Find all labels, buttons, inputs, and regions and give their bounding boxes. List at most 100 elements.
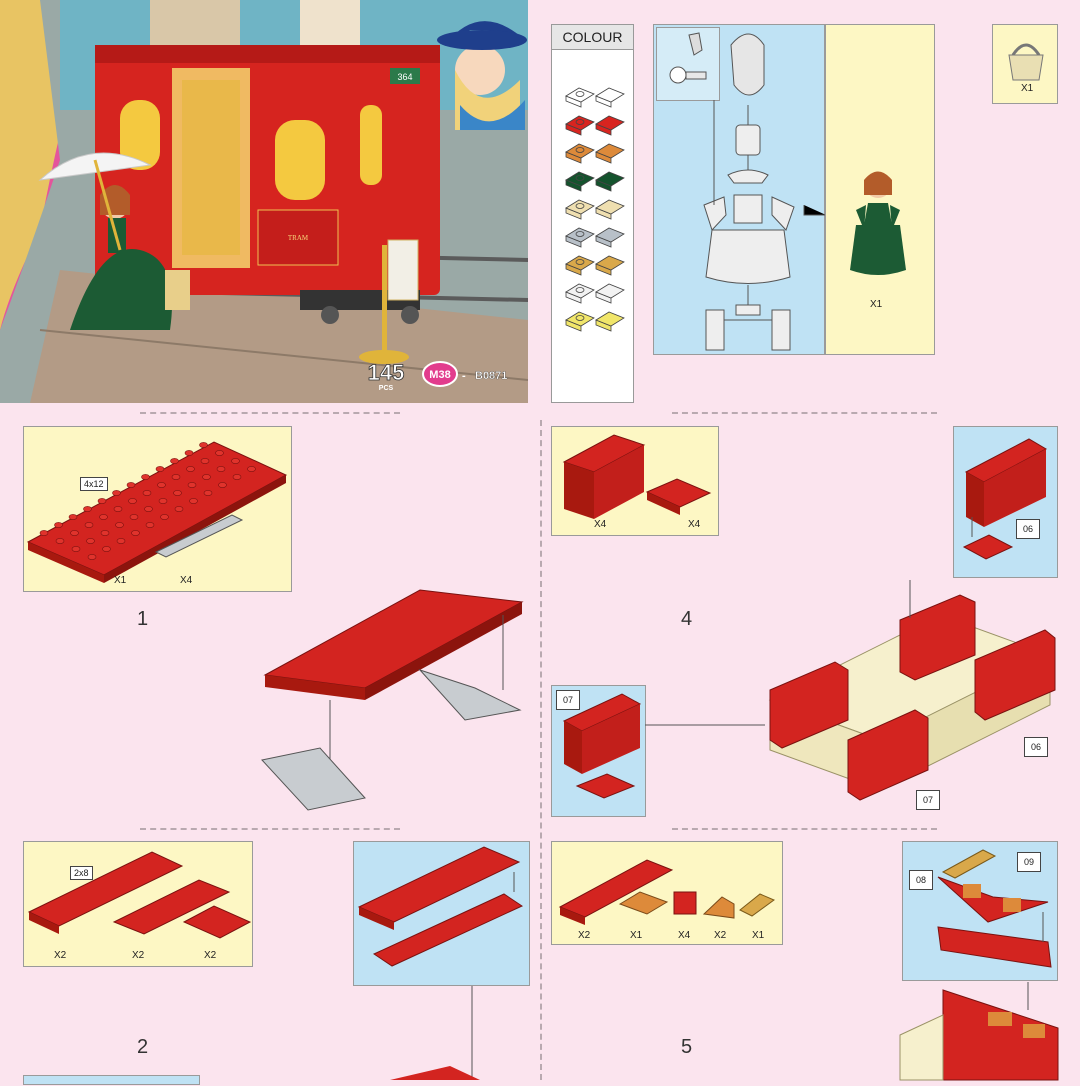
step5-callout-08: 08 bbox=[909, 870, 933, 890]
step2-number: 2 bbox=[137, 1036, 149, 1058]
plate-stud bbox=[84, 522, 94, 528]
step4-subassembly-a-drawing bbox=[962, 438, 1048, 560]
step5-parts-drawing bbox=[558, 859, 776, 925]
plate-stud bbox=[247, 466, 256, 472]
badge-m38: M38 bbox=[429, 369, 450, 381]
plate-stud bbox=[142, 490, 152, 496]
plate-stud bbox=[200, 458, 210, 464]
step4-parts-drawing bbox=[562, 434, 712, 519]
plate-stud bbox=[126, 482, 136, 488]
cover-illustration: 364 TRAM 145 PCS M38 - B0871 bbox=[0, 0, 528, 403]
step4-part1-qty: X4 bbox=[594, 519, 607, 530]
plate-stud bbox=[199, 442, 208, 448]
step4-parts-panel: X4 X4 bbox=[551, 426, 719, 536]
colour-swatch bbox=[595, 311, 625, 332]
colour-swatch bbox=[565, 283, 595, 304]
plate-stud bbox=[113, 506, 123, 512]
step5-part3-qty: X4 bbox=[678, 930, 691, 941]
plate-stud bbox=[160, 514, 169, 520]
plate-stud bbox=[202, 474, 211, 480]
plate-stud bbox=[187, 482, 197, 488]
colour-swatch bbox=[595, 227, 625, 248]
plate-stud bbox=[231, 458, 240, 464]
minifig-qty: X1 bbox=[870, 299, 883, 310]
accessory-qty: X1 bbox=[1021, 83, 1034, 94]
colour-chart: COLOUR bbox=[551, 24, 634, 403]
plate-stud bbox=[216, 466, 226, 472]
plate-stud bbox=[131, 530, 140, 536]
colour-swatch bbox=[565, 171, 595, 192]
step4-subassembly-a-panel: 06 bbox=[953, 426, 1058, 578]
plate-stud bbox=[55, 538, 65, 544]
step2-part1-qty: X2 bbox=[54, 950, 67, 961]
plate-stud bbox=[97, 498, 107, 504]
step1-parts-drawing bbox=[26, 441, 288, 583]
plate-stud bbox=[174, 506, 184, 512]
colour-swatch bbox=[595, 283, 625, 304]
colour-swatch bbox=[565, 311, 595, 332]
accessory-panel: X1 bbox=[992, 24, 1058, 104]
plate-stud bbox=[71, 546, 81, 552]
step1-part1-qty: X1 bbox=[114, 575, 127, 586]
plate-stud bbox=[157, 482, 166, 488]
step5-parts-panel: X2 X1 X4 X2 X1 bbox=[551, 841, 783, 945]
plate-size-label-4x12: 4x12 bbox=[80, 477, 108, 491]
pcs-label: PCS bbox=[379, 385, 394, 392]
colour-swatch bbox=[565, 143, 595, 164]
step5-part4-qty: X2 bbox=[714, 930, 727, 941]
plate-stud bbox=[218, 482, 227, 488]
plate-stud bbox=[186, 466, 195, 472]
plate-stud bbox=[155, 466, 165, 472]
step2-guide-line bbox=[390, 986, 480, 1080]
colour-swatch bbox=[595, 143, 625, 164]
step5-part5-qty: X1 bbox=[752, 930, 765, 941]
step4-callout-06a: 06 bbox=[1016, 519, 1040, 539]
step5-part2-qty: X1 bbox=[630, 930, 643, 941]
plate-stud bbox=[232, 474, 242, 480]
colour-swatch bbox=[595, 87, 625, 108]
minifig-parts-drawing bbox=[669, 32, 826, 351]
step4-callout-07b: 07 bbox=[916, 790, 940, 810]
plate-size-label-2x8: 2x8 bbox=[70, 866, 93, 880]
plate-stud bbox=[158, 498, 168, 504]
plate-stud bbox=[173, 490, 182, 496]
divider-mid-right bbox=[672, 828, 937, 830]
step2-part2-qty: X2 bbox=[132, 950, 145, 961]
plate-stud bbox=[141, 474, 150, 480]
head-inset bbox=[656, 27, 720, 101]
step1-number: 1 bbox=[137, 608, 149, 630]
plate-stud bbox=[112, 490, 121, 496]
plate-stud bbox=[87, 554, 97, 560]
plate-stud bbox=[203, 490, 213, 496]
step4-callout-07a: 07 bbox=[556, 690, 580, 710]
plate-stud bbox=[99, 514, 108, 520]
step4-part2-qty: X4 bbox=[688, 519, 701, 530]
divider-mid-left bbox=[140, 828, 400, 830]
plate-stud bbox=[100, 530, 110, 536]
step2-part3-qty: X2 bbox=[204, 950, 217, 961]
colour-swatch-drawing bbox=[565, 87, 625, 332]
plate-stud bbox=[54, 522, 63, 528]
colour-swatch bbox=[565, 255, 595, 276]
plate-stud bbox=[83, 506, 92, 512]
step2-parts-panel: 2x8 X2 X2 X2 bbox=[23, 841, 253, 967]
colour-chart-title: COLOUR bbox=[552, 25, 633, 50]
plate-stud bbox=[170, 458, 179, 464]
set-code: B0871 bbox=[475, 370, 507, 382]
plate-stud bbox=[171, 474, 181, 480]
step5-callout-09: 09 bbox=[1017, 852, 1041, 872]
plate-stud bbox=[144, 506, 153, 512]
plate-stud bbox=[116, 538, 126, 544]
step2-parts-drawing bbox=[27, 851, 252, 939]
plate-stud bbox=[102, 546, 111, 552]
plate-stud bbox=[39, 530, 49, 536]
plate-stud bbox=[129, 514, 139, 520]
plate-stud bbox=[128, 498, 137, 504]
minifig-result-panel: X1 bbox=[825, 24, 935, 355]
step5-number: 5 bbox=[681, 1036, 693, 1058]
step5-subassembly-drawing bbox=[937, 849, 1052, 968]
colour-swatch bbox=[595, 255, 625, 276]
bag-accessory-icon bbox=[1008, 43, 1044, 81]
divider-center bbox=[540, 420, 542, 1080]
colour-swatch bbox=[565, 199, 595, 220]
